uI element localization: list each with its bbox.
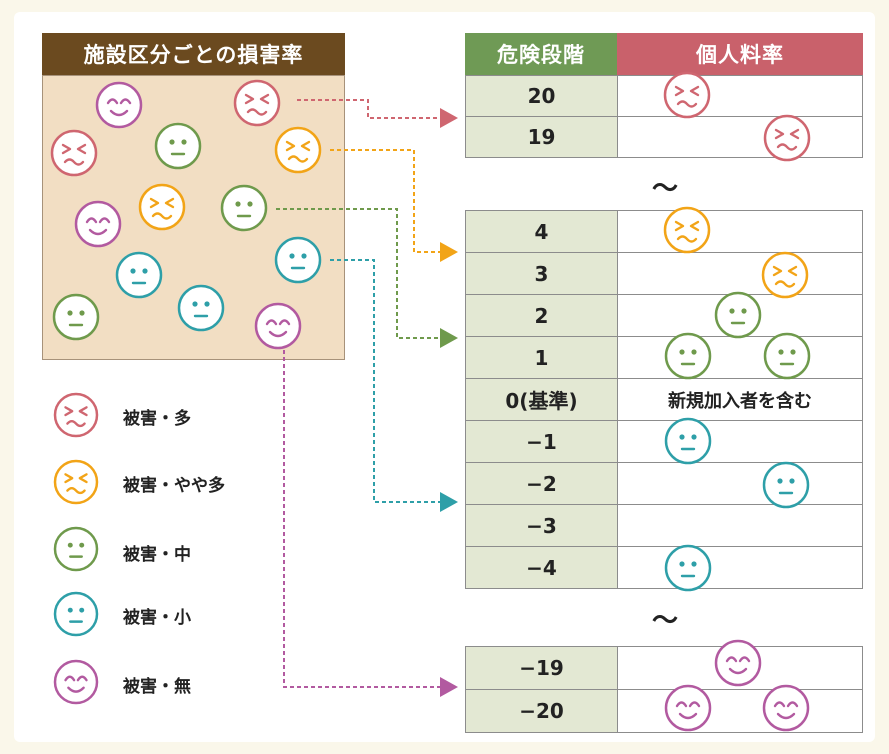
arrow-none <box>440 677 458 697</box>
face-damage-fairly-high-icon <box>761 251 809 299</box>
face-damage-low-icon <box>762 461 810 509</box>
level-cell-20: 20 <box>465 75 618 117</box>
face-damage-none-icon <box>714 639 762 687</box>
face-damage-low-icon <box>664 417 712 465</box>
level-cell-0: 0(基準) <box>465 378 618 421</box>
rate-cell-minus-1 <box>617 420 863 463</box>
level-cell-minus-1: −1 <box>465 420 618 463</box>
face-damage-high-icon <box>663 71 711 119</box>
level-cell-1: 1 <box>465 336 618 379</box>
level-cell-minus-20: −20 <box>465 689 618 733</box>
face-damage-none-icon <box>254 302 302 350</box>
legend-icon-fairly-high <box>53 459 99 505</box>
level-cell-19: 19 <box>465 116 618 158</box>
level-cell-3: 3 <box>465 252 618 295</box>
face-damage-medium-icon <box>220 184 268 232</box>
face-damage-medium-icon <box>714 291 762 339</box>
face-damage-none-icon <box>762 684 810 732</box>
level-cell-minus-4: −4 <box>465 546 618 589</box>
legend-label-low: 被害・小 <box>123 608 191 628</box>
legend-label-medium: 被害・中 <box>123 545 191 565</box>
face-damage-high-icon <box>763 114 811 162</box>
connector-medium <box>276 208 440 339</box>
rate-cell-3 <box>617 252 863 295</box>
rate-cell-minus-4 <box>617 546 863 589</box>
connector-fairly-high <box>330 149 440 253</box>
level-cell-2: 2 <box>465 294 618 337</box>
connector-none <box>283 350 440 688</box>
rate-cell-minus-20 <box>617 689 863 733</box>
face-damage-medium-icon <box>154 122 202 170</box>
level-cell-minus-19: −19 <box>465 646 618 690</box>
face-damage-none-icon <box>664 684 712 732</box>
gap-marker-top: 〜 <box>652 174 679 204</box>
rate-cell-19 <box>617 116 863 158</box>
face-damage-fairly-high-icon <box>663 206 711 254</box>
level-header: 危険段階 <box>465 33 617 75</box>
face-damage-low-icon <box>115 251 163 299</box>
legend-label-high: 被害・多 <box>123 409 191 429</box>
face-damage-low-icon <box>664 544 712 592</box>
level-cell-minus-2: −2 <box>465 462 618 505</box>
level-cell-minus-3: −3 <box>465 504 618 547</box>
arrow-low <box>440 492 458 512</box>
rate-cell-4 <box>617 210 863 253</box>
legend-icon-medium <box>53 526 99 572</box>
face-damage-none-icon <box>74 200 122 248</box>
connector-low <box>330 259 440 503</box>
face-damage-medium-icon <box>763 332 811 380</box>
face-damage-fairly-high-icon <box>138 183 186 231</box>
face-damage-medium-icon <box>664 332 712 380</box>
face-damage-low-icon <box>274 236 322 284</box>
level-cell-4: 4 <box>465 210 618 253</box>
face-damage-high-icon <box>233 79 281 127</box>
legend-label-none: 被害・無 <box>123 677 191 697</box>
connector-high <box>297 99 440 119</box>
face-damage-low-icon <box>177 284 225 332</box>
arrow-high <box>440 108 458 128</box>
legend-label-fairly-high: 被害・やや多 <box>123 476 225 496</box>
arrow-medium <box>440 328 458 348</box>
legend-icon-none <box>53 659 99 705</box>
face-damage-fairly-high-icon <box>274 126 322 174</box>
face-damage-high-icon <box>50 129 98 177</box>
legend-icon-low <box>53 591 99 637</box>
legend-icon-high <box>53 392 99 438</box>
gap-marker-bottom: 〜 <box>652 606 679 636</box>
facility-title: 施設区分ごとの損害率 <box>42 33 345 75</box>
arrow-fairly-high <box>440 242 458 262</box>
rate-header: 個人料率 <box>617 33 863 75</box>
face-damage-medium-icon <box>52 293 100 341</box>
face-damage-none-icon <box>95 81 143 129</box>
